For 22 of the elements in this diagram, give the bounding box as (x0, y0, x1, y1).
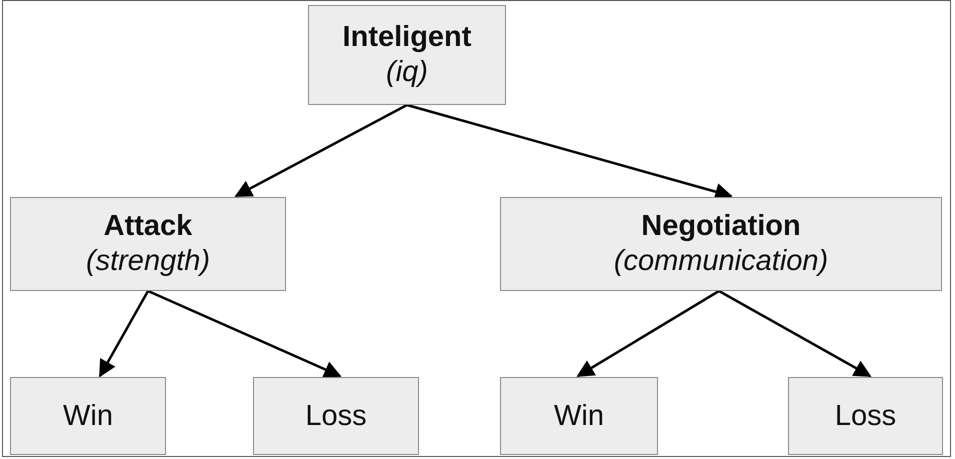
node-title: Inteligent (342, 20, 472, 55)
text-box (308, 5, 506, 105)
node-subtitle: (strength) (86, 244, 210, 279)
arrow (98, 290, 150, 378)
text-box (10, 197, 286, 291)
text-box (500, 377, 658, 455)
text-box (500, 197, 942, 291)
node-title: Attack (104, 209, 192, 244)
text-box (788, 377, 943, 455)
text-box (10, 377, 166, 455)
arrow (718, 290, 872, 378)
node-title: Win (554, 398, 604, 434)
node-subtitle: (communication) (614, 244, 828, 279)
node-title: Win (63, 398, 113, 434)
arrow (576, 290, 720, 378)
node-title: Loss (305, 398, 367, 434)
node-title: Negotiation (641, 209, 801, 244)
node-title: Loss (834, 398, 896, 434)
node-subtitle: (iq) (386, 55, 428, 90)
arrow (234, 104, 408, 198)
text-box (253, 377, 419, 455)
arrow (148, 290, 342, 378)
